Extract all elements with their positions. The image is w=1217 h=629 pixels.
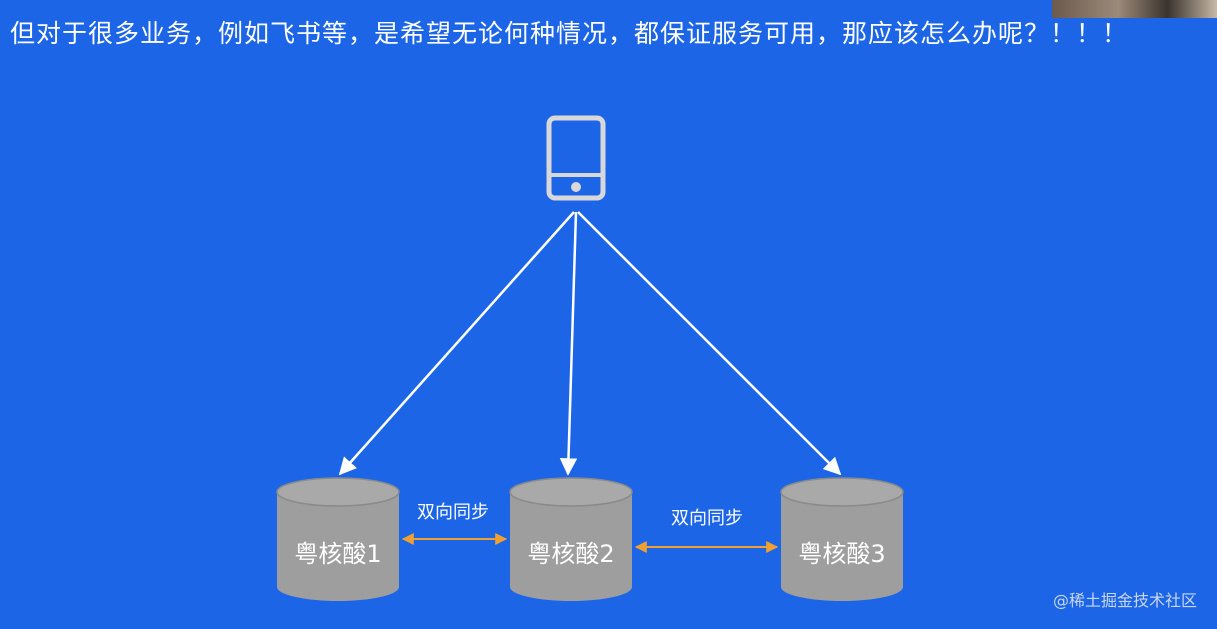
- webcam-overlay: [1052, 0, 1217, 18]
- database-1-label: 粤核酸1: [294, 540, 382, 568]
- database-1-cylinder: [276, 477, 400, 601]
- request-arrow-3: [577, 211, 842, 476]
- database-3-cylinder: [780, 477, 904, 601]
- sync-label-2-3: 双向同步: [671, 508, 743, 529]
- database-2-cylinder: [509, 477, 633, 601]
- database-2-label: 粤核酸2: [527, 540, 615, 568]
- request-arrow-1: [338, 211, 575, 476]
- request-arrow-2: [559, 211, 578, 476]
- slide-title: 但对于很多业务，例如飞书等，是希望无论何种情况，都保证服务可用，那应该怎么办呢？…: [10, 19, 1129, 48]
- sync-label-1-2: 双向同步: [417, 502, 489, 523]
- watermark: @稀土掘金技术社区: [1052, 591, 1197, 610]
- database-3-label: 粤核酸3: [798, 540, 886, 568]
- mobile-phone-icon: [546, 115, 606, 201]
